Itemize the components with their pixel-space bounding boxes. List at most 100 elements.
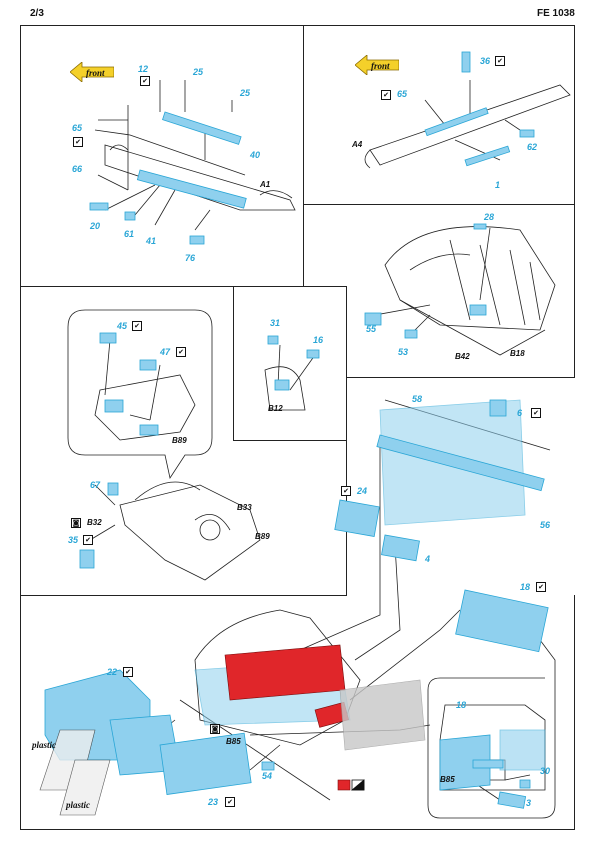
kit-part-label: B12 <box>268 404 283 413</box>
part-number: 28 <box>484 212 495 222</box>
check-icon: ✔ <box>73 137 83 147</box>
svg-text:front: front <box>86 68 105 78</box>
frame-b18 <box>384 226 556 331</box>
part-number: 16 <box>313 335 324 345</box>
plastic-part-2 <box>59 759 111 816</box>
part-number: 1 <box>495 180 501 190</box>
detail-bubble-b85 <box>427 639 556 819</box>
check-icon: ✔ <box>381 90 391 100</box>
part-number: 12 <box>138 64 149 74</box>
pe-part-45-installed <box>104 399 124 413</box>
part-number: 35 <box>68 535 79 545</box>
part-number: 18 <box>456 700 467 710</box>
pe-part-1 <box>464 145 511 167</box>
pe-part-b85 <box>472 759 504 769</box>
part-number: 25 <box>240 88 251 98</box>
kit-part-label: B33 <box>237 503 252 512</box>
part-number: 47 <box>160 347 171 357</box>
part-number: 55 <box>366 324 377 334</box>
check-icon: ✔ <box>495 56 505 66</box>
kit-part-label: B32 <box>87 518 102 527</box>
pe-strip-40 <box>162 111 242 145</box>
pe-part-47-installed <box>139 424 159 436</box>
check-icon: ✔ <box>83 535 93 545</box>
pe-part-35 <box>79 549 95 569</box>
part-b89 <box>119 484 261 581</box>
pe-part-55 <box>364 312 382 326</box>
pe-part-61 <box>124 211 136 221</box>
part-number: 45 <box>117 321 128 331</box>
panel-mid-center <box>233 286 347 441</box>
panel-bottom <box>20 595 575 830</box>
kit-part-label: A4 <box>352 140 363 149</box>
ghost-part <box>339 679 426 751</box>
part-number: 61 <box>124 229 135 239</box>
pe-part-b42 <box>469 304 487 316</box>
pe-part-6 <box>489 399 507 417</box>
stamp-icon: ◙ <box>210 724 220 734</box>
part-number: 40 <box>250 150 261 160</box>
pe-part-28 <box>473 223 487 230</box>
front-arrow-icon: front <box>70 62 114 82</box>
check-icon: ✔ <box>225 797 235 807</box>
part-number: 62 <box>527 142 538 152</box>
kit-part-label: B89 <box>255 532 270 541</box>
pe-part-24 <box>334 499 380 537</box>
part-number: 66 <box>72 164 83 174</box>
kit-part-label: B18 <box>510 349 525 358</box>
pe-strip-a1 <box>136 169 247 209</box>
check-icon: ✔ <box>531 408 541 418</box>
part-b12 <box>264 366 306 411</box>
pe-part-16 <box>306 349 320 359</box>
pe-panel-23 <box>159 732 252 795</box>
check-icon: ✔ <box>132 321 142 331</box>
pe-part-45 <box>99 332 117 344</box>
plastic-label: plastic <box>32 740 56 750</box>
kit-part-label: B89 <box>172 436 187 445</box>
check-icon: ✔ <box>176 347 186 357</box>
part-number: 20 <box>90 221 101 231</box>
svg-text:front: front <box>371 61 390 71</box>
check-icon: ✔ <box>536 582 546 592</box>
pe-bar-56 <box>376 434 545 492</box>
pe-part-20 <box>89 202 109 211</box>
bulkhead-a4 <box>369 84 571 166</box>
part-number: 4 <box>425 554 431 564</box>
pe-part-4 <box>381 534 420 562</box>
check-icon: ✔ <box>140 76 150 86</box>
check-icon: ✔ <box>341 486 351 496</box>
pe-part-31 <box>267 335 279 345</box>
pe-part-62 <box>519 129 535 138</box>
part-number: 58 <box>412 394 423 404</box>
part-number: 23 <box>208 797 219 807</box>
part-number: 54 <box>262 771 273 781</box>
detail-bubble <box>67 309 213 480</box>
part-number: 6 <box>517 408 523 418</box>
pe-strip-a4 <box>424 107 489 137</box>
pe-part-67 <box>107 482 119 496</box>
plastic-label: plastic <box>66 800 90 810</box>
front-arrow-icon: front <box>355 55 399 75</box>
kit-part-label: B85 <box>226 737 241 746</box>
pe-part-b12 <box>274 379 290 391</box>
check-icon: ✔ <box>123 667 133 677</box>
part-number: 56 <box>540 520 551 530</box>
part-number: 36 <box>480 56 491 66</box>
part-number: 41 <box>146 236 157 246</box>
part-number: 25 <box>193 67 204 77</box>
pe-part-3 <box>497 791 527 809</box>
pe-part-47 <box>139 359 157 371</box>
pe-part-53 <box>404 329 418 339</box>
pe-part-30 <box>519 779 531 789</box>
legend-red-swatch <box>337 779 351 791</box>
part-number: 65 <box>72 123 83 133</box>
painted-red-assembly <box>224 644 346 701</box>
pe-part-54 <box>261 761 275 771</box>
pe-part-76 <box>189 235 205 245</box>
stamp-icon: ◙ <box>71 518 81 528</box>
part-number: 65 <box>397 89 408 99</box>
part-number: 22 <box>107 667 118 677</box>
part-number: 30 <box>540 766 551 776</box>
pe-part-36 <box>461 51 471 73</box>
